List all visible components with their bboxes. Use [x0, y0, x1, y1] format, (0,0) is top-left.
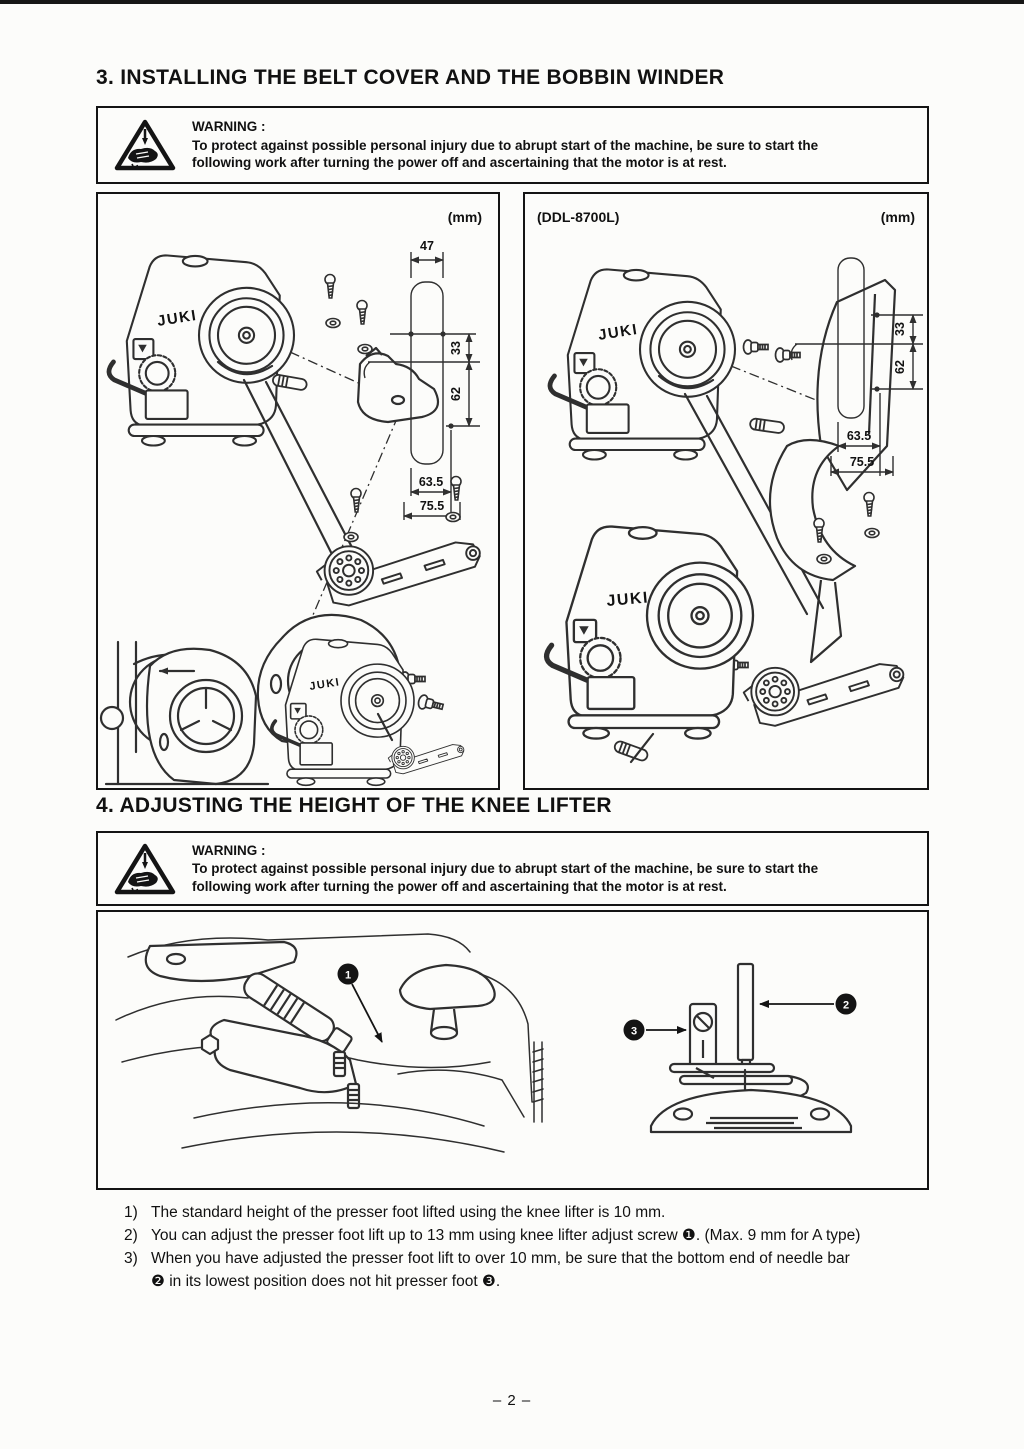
warning-line2: following work after turning the power o… [192, 155, 727, 171]
instruction-number: 2) [124, 1227, 138, 1244]
winder-guide-bracket [356, 346, 440, 424]
instruction-list: 1) The standard height of the presser fo… [124, 1201, 940, 1293]
bolt-icon [416, 693, 446, 715]
washer-icon [343, 531, 359, 543]
marker-2-badge: 2 [759, 993, 857, 1015]
warning-box-section3: WARNING : To protect against possible pe… [96, 106, 929, 184]
winder-guide-plate [816, 278, 897, 492]
dim-63-5: 63.5 [419, 475, 443, 489]
screw-icon [450, 475, 462, 501]
dim-63-5: 63.5 [847, 429, 871, 443]
needle-bar [736, 962, 755, 1072]
bobbin-winder-installed [387, 744, 465, 775]
section4-heading: 4. ADJUSTING THE HEIGHT OF THE KNEE LIFT… [96, 794, 612, 817]
unit-label-mm: (mm) [448, 209, 482, 225]
section3-heading: 3. INSTALLING THE BELT COVER AND THE BOB… [96, 66, 725, 89]
belt-cover-diagram-ddl8700l: (DDL-8700L) (mm) JUKI [537, 209, 923, 764]
dim-47: 47 [420, 239, 434, 253]
figure-panel-belt-cover-standard: (mm) JUKI 47 [96, 192, 500, 790]
warning-label: WARNING : [192, 842, 266, 858]
page-number: – 2 – [492, 1392, 532, 1409]
scan-edge [0, 0, 1024, 4]
sewing-machine-head [550, 269, 735, 459]
dim-62: 62 [893, 360, 907, 374]
warning-line1: To protect against possible personal inj… [192, 861, 819, 877]
washer-icon [325, 317, 341, 329]
dimension-drawing: 33 62 63.5 75.5 [790, 257, 923, 476]
instruction-text: When you have adjusted the presser foot … [151, 1250, 850, 1290]
warning-text: WARNING : To protect against possible pe… [192, 842, 818, 896]
instruction-item: 3) When you have adjusted the presser fo… [124, 1247, 940, 1293]
instruction-text: The standard height of the presser foot … [151, 1204, 666, 1221]
juki-logo: JUKI [597, 321, 639, 344]
warning-box-section4: WARNING : To protect against possible pe… [96, 831, 929, 906]
svg-text:2: 2 [843, 1000, 849, 1012]
stud-icon [748, 417, 786, 435]
instruction-number: 1) [124, 1204, 138, 1221]
juki-logo: JUKI [309, 676, 342, 693]
dim-33: 33 [449, 341, 463, 355]
instruction-text: You can adjust the presser foot lift up … [151, 1227, 861, 1244]
bobbin-winder-assembly [315, 541, 481, 607]
svg-text:3: 3 [631, 1026, 637, 1038]
presser-foot [668, 1062, 809, 1100]
washer-icon [864, 527, 880, 539]
screw-icon [863, 491, 875, 517]
warning-text: WARNING : To protect against possible pe… [192, 118, 818, 172]
dim-33: 33 [893, 322, 907, 336]
presser-bar-bracket [688, 1002, 718, 1070]
instruction-item: 1) The standard height of the presser fo… [124, 1201, 940, 1224]
figure-panel-belt-cover-ddl8700l: (DDL-8700L) (mm) JUKI [523, 192, 929, 790]
belt-cover-diagram-standard: (mm) JUKI 47 [99, 209, 482, 788]
juki-logo: JUKI [606, 589, 650, 610]
marker-1-badge: 1 [337, 963, 383, 1043]
washer-icon [816, 553, 832, 565]
knee-lifter-mechanism: 1 [115, 933, 544, 1153]
model-label: (DDL-8700L) [537, 209, 619, 225]
dimension-drawing: 47 33 62 63.5 75.5 [363, 239, 480, 520]
instruction-number: 3) [124, 1250, 138, 1267]
screw-icon [356, 299, 368, 325]
unit-label-mm: (mm) [881, 209, 915, 225]
warning-line1: To protect against possible personal inj… [192, 137, 819, 153]
marker-3-badge: 3 [623, 1019, 687, 1041]
bobbin-winder-assembly [742, 663, 905, 727]
dim-75-5: 75.5 [420, 499, 444, 513]
throat-plate [649, 1088, 853, 1134]
stud-icon [612, 739, 650, 763]
knee-lifter-diagram: 1 [115, 933, 857, 1153]
screw-icon [350, 487, 362, 513]
svg-text:1: 1 [345, 970, 351, 982]
knee-pad-cup [398, 963, 496, 1041]
machine-rear-view [99, 640, 270, 786]
sewing-machine-head [109, 255, 294, 445]
bolt-icon [742, 339, 769, 355]
instruction-item: 2) You can adjust the presser foot lift … [124, 1224, 940, 1247]
bolt-icon [774, 347, 801, 363]
warning-label: WARNING : [192, 119, 266, 135]
machine-with-winder-installed [547, 527, 753, 739]
needle-hand-warning-icon [114, 843, 176, 894]
juki-logo: JUKI [156, 307, 198, 330]
washer-icon [445, 511, 461, 523]
presser-foot-figure: 2 3 [623, 962, 857, 1134]
knee-lifter-adjust-screw [332, 1050, 361, 1110]
dim-75-5: 75.5 [850, 455, 874, 469]
needle-hand-warning-icon [114, 119, 176, 171]
figure-panel-knee-lifter: 1 [96, 910, 929, 1190]
dim-62: 62 [449, 387, 463, 401]
screw-icon [324, 273, 336, 299]
warning-line2: following work after turning the power o… [192, 878, 727, 894]
